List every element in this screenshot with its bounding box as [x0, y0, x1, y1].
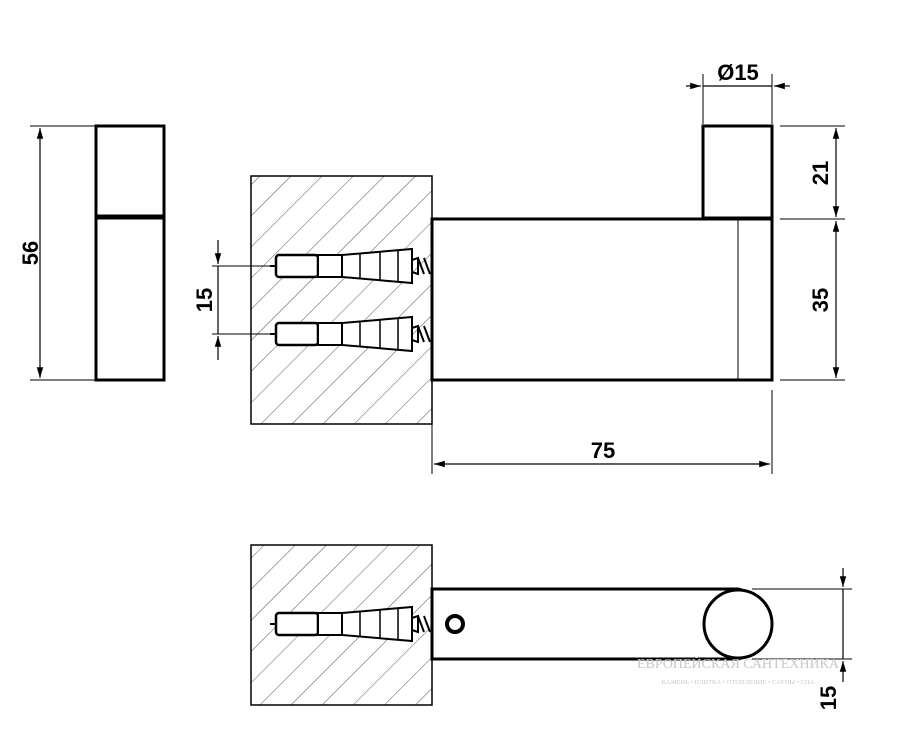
wall-anchor-bottom: [270, 315, 431, 353]
dim-label-bottom-thickness: 15: [816, 686, 841, 710]
hook-cap-top: [702, 588, 774, 660]
side-view-cap: [94, 124, 166, 218]
dim-label-cap-height: 21: [808, 161, 833, 185]
wall-section-front: [250, 175, 433, 425]
watermark-subtitle: КАМЕНЬ • ПЛИТКА • ОТОПЛЕНИЕ • САУНЫ • СП…: [662, 679, 815, 686]
dim-label-diameter: Ø15: [717, 60, 759, 85]
dim-label-anchor-spacing: 15: [192, 288, 217, 312]
dim-label-body-height: 35: [808, 288, 833, 312]
side-view-base: [94, 216, 166, 382]
screw-hole: [445, 614, 465, 634]
wall-anchor-top: [270, 247, 431, 285]
side-view: 56: [18, 124, 166, 382]
hook-body-front: [430, 217, 774, 382]
dim-label-length: 75: [591, 438, 615, 463]
wall-anchor-top-view: [270, 605, 431, 643]
front-view: 15 Ø15 21 35 75: [192, 60, 845, 474]
top-view: 15: [250, 544, 852, 710]
hook-cap-front: [701, 124, 774, 220]
watermark-title: ЕВРОПЕЙСКАЯ САНТЕХНИКА: [637, 655, 840, 672]
dim-label-total-height: 56: [18, 241, 43, 265]
watermark: ЕВРОПЕЙСКАЯ САНТЕХНИКА КАМЕНЬ • ПЛИТКА •…: [637, 655, 840, 686]
